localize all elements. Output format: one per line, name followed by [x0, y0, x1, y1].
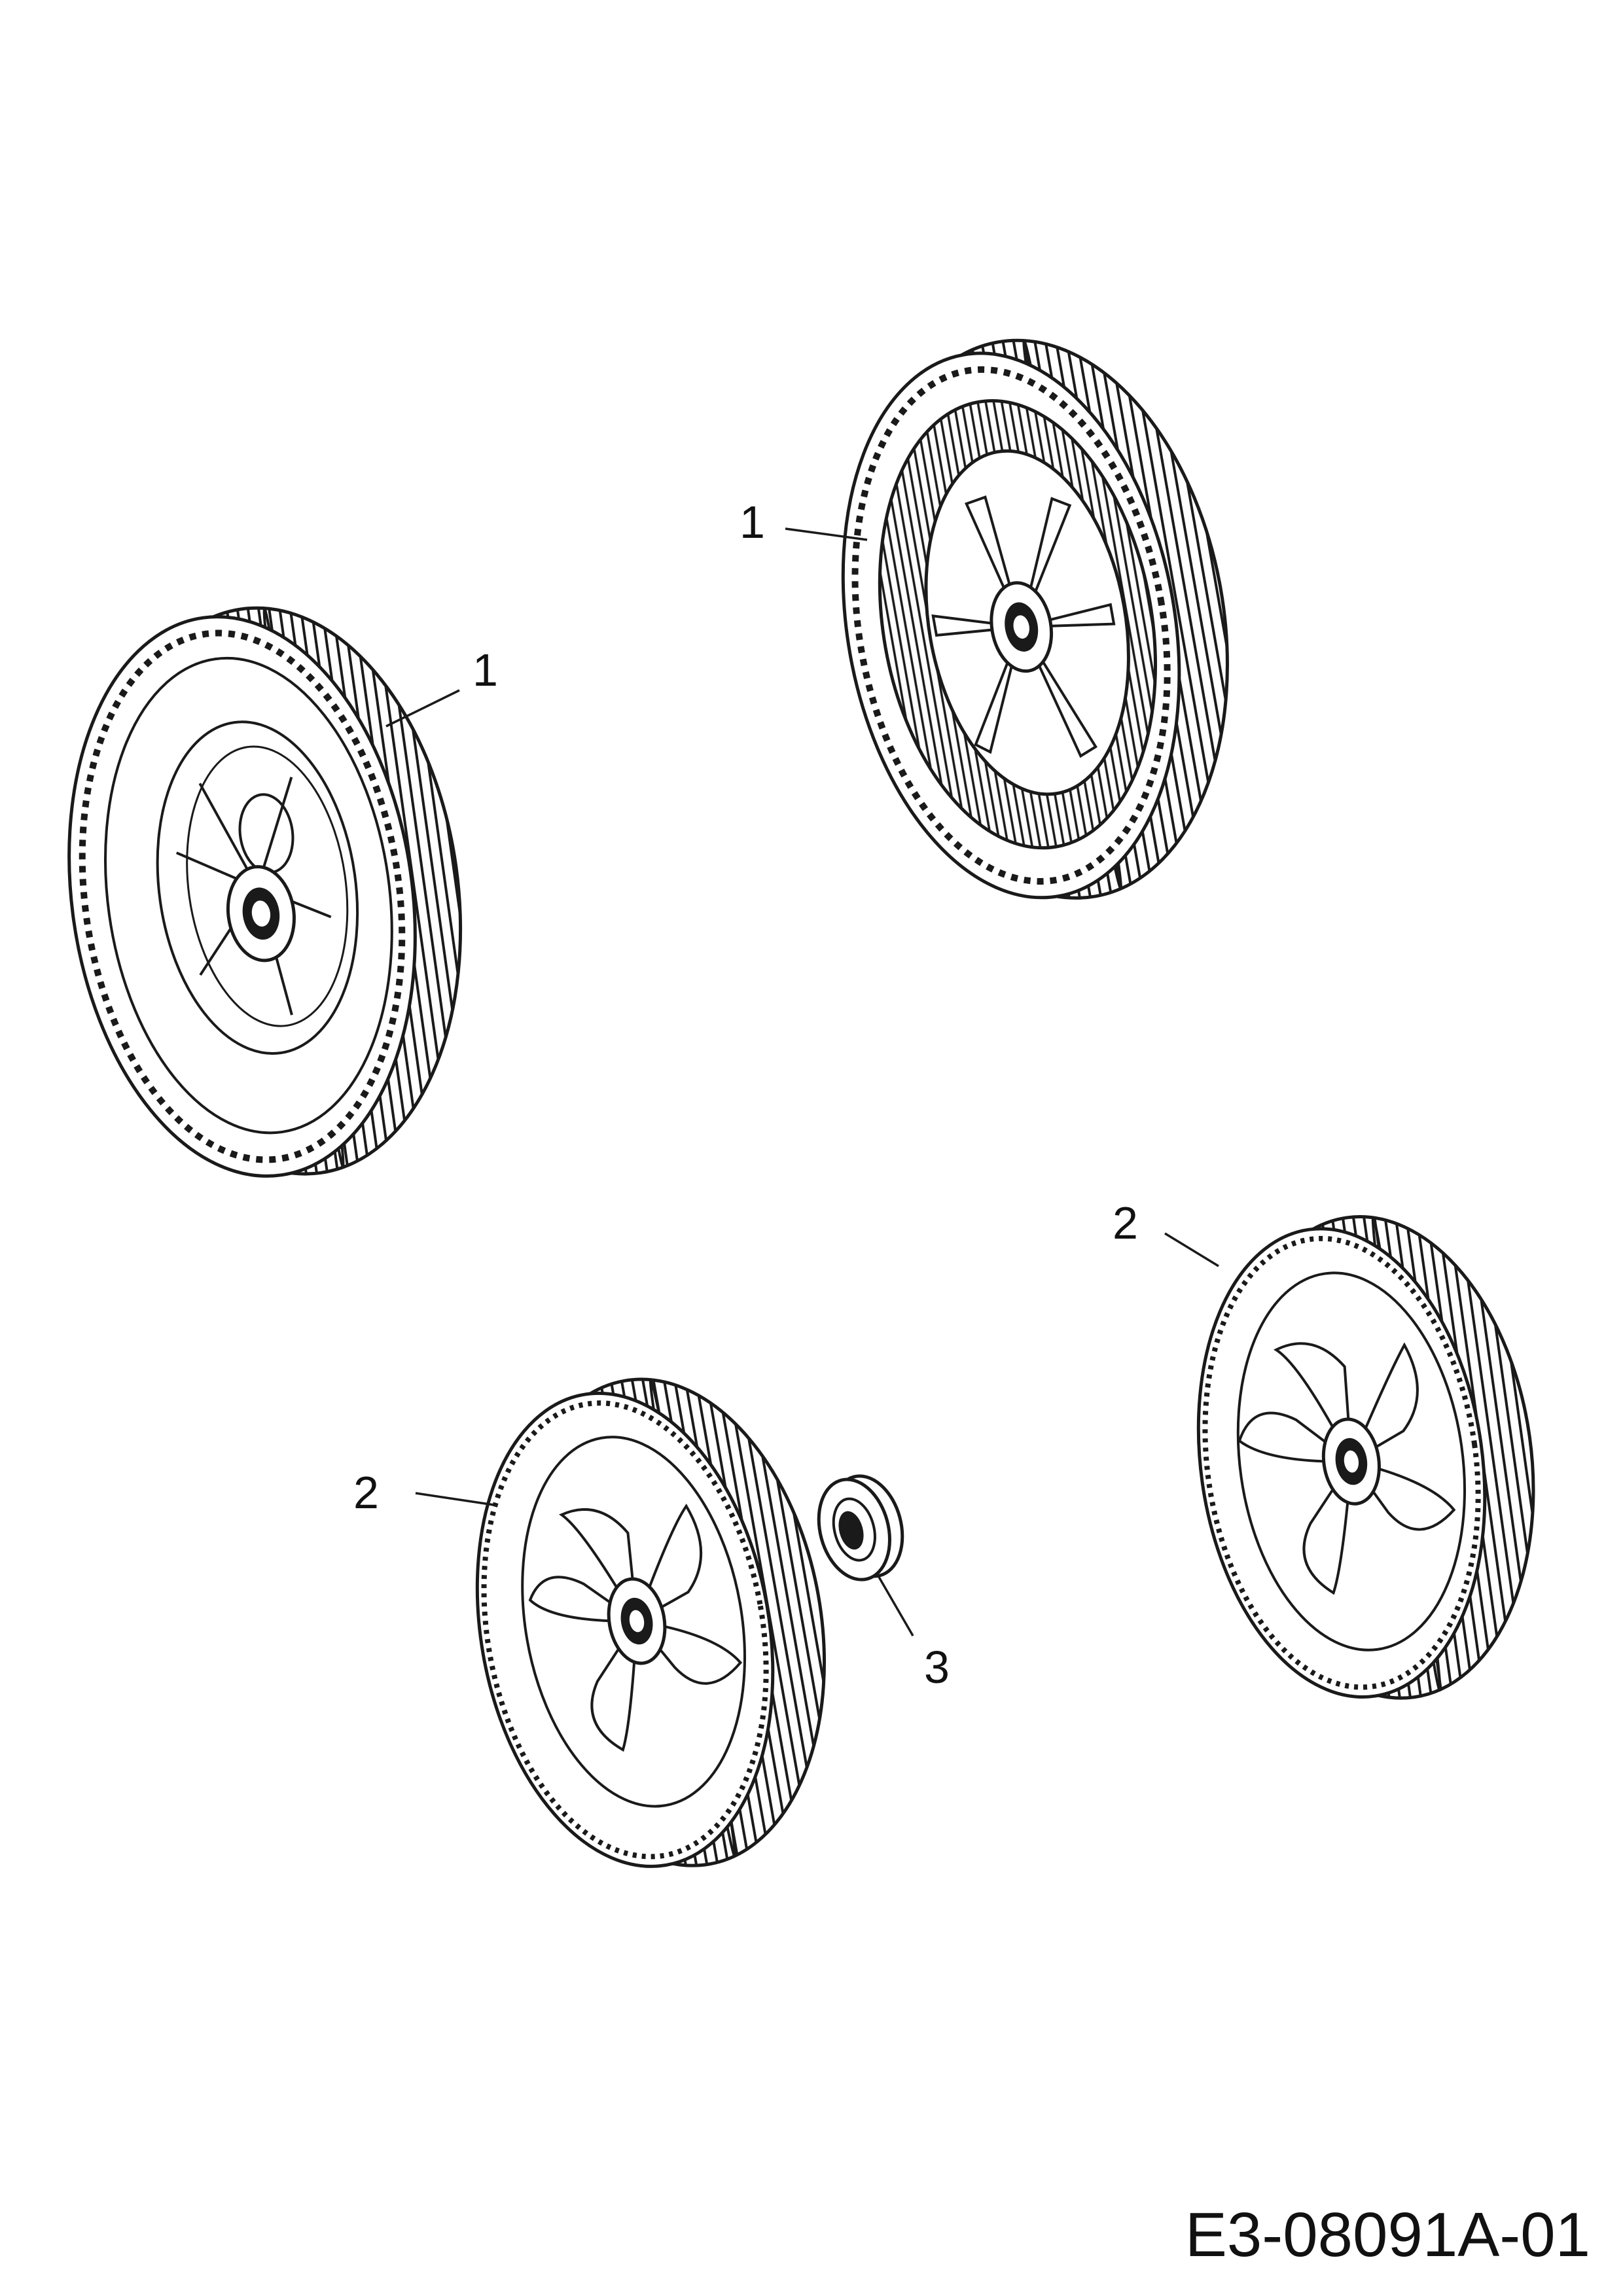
rear-wheel-right	[1196, 1215, 1535, 1700]
callout-2-left: 2	[353, 1467, 379, 1518]
hub-cap	[817, 1474, 904, 1581]
front-wheel-left	[67, 606, 463, 1178]
leader-2-left	[415, 1492, 495, 1506]
front-wheel-right	[841, 338, 1229, 900]
leader-1-right	[785, 527, 868, 541]
rear-wheel-left	[475, 1377, 827, 1868]
callout-1-right: 1	[740, 497, 765, 548]
callout-2-right: 2	[1113, 1197, 1138, 1248]
callout-1-left: 1	[473, 645, 498, 696]
leader-lines	[385, 527, 1219, 1636]
callout-3: 3	[924, 1642, 950, 1693]
drawing-code: E3-08091A-01	[1185, 2200, 1590, 2270]
rim-vanes-left	[528, 1504, 743, 1752]
drive-spokes	[931, 495, 1116, 758]
leader-2-right	[1164, 1232, 1219, 1267]
rim-vanes	[1238, 1342, 1456, 1595]
leader-3	[876, 1573, 914, 1636]
leader-1-left	[385, 689, 460, 728]
